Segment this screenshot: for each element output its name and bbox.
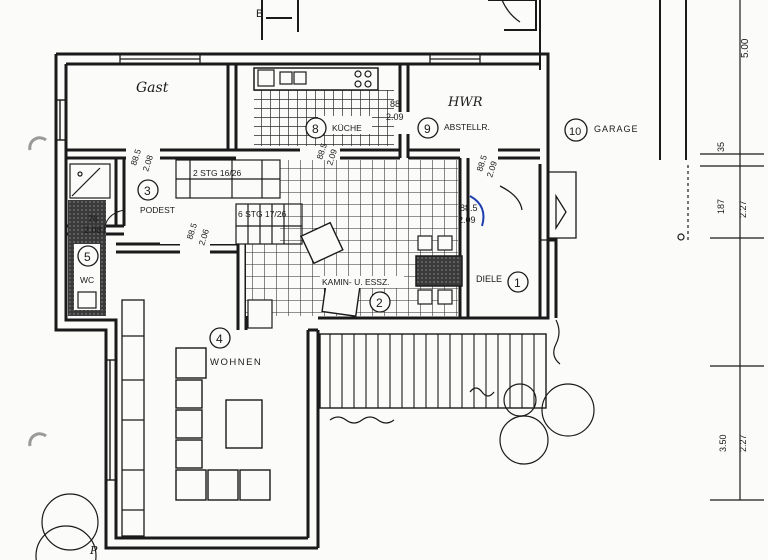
door-dim-wohnen: 88.5 2.06 (184, 222, 211, 247)
dim-35: 35 (716, 142, 726, 152)
stairs-lower (235, 203, 303, 245)
room-9: 9 ABSTELLR. (417, 117, 490, 139)
svg-text:10: 10 (569, 126, 581, 138)
svg-text:2: 2 (376, 296, 383, 310)
svg-text:WOHNEN: WOHNEN (210, 357, 262, 368)
svg-text:GARAGE: GARAGE (594, 124, 639, 134)
plants (35, 319, 595, 560)
room-1: 1 DIELE (476, 271, 529, 293)
binder-hole-top (28, 136, 47, 151)
svg-text:8: 8 (312, 122, 319, 136)
diele-label-bg (472, 272, 502, 284)
stairs-lower-label: 6 STG 17/26 (238, 209, 286, 219)
binder-hole-bottom (28, 432, 47, 447)
esszimmer-label-bg (320, 276, 404, 288)
svg-text:KÜCHE: KÜCHE (332, 123, 362, 133)
svg-text:88.5: 88.5 (314, 142, 329, 161)
dining-chairs (417, 235, 453, 305)
fireplace (415, 255, 463, 287)
svg-text:2.09: 2.09 (386, 112, 404, 122)
svg-text:KAMIN- U. ESSZ.: KAMIN- U. ESSZ. (322, 277, 390, 287)
room-10: 10 GARAGE (564, 118, 639, 142)
door-dim-wc: 76 2.08 (84, 214, 102, 235)
svg-text:2.08: 2.08 (140, 154, 155, 173)
svg-text:88: 88 (390, 99, 400, 109)
svg-text:2.08: 2.08 (84, 225, 102, 235)
stairs-upper-label: 2 STG 16/26 (193, 168, 241, 178)
kitchen-sink (257, 69, 307, 87)
terrace (319, 333, 547, 409)
top-windows (119, 54, 481, 64)
svg-text:2.09: 2.09 (324, 148, 339, 167)
kitchen-stove (354, 70, 372, 88)
svg-text:ABSTELLR.: ABSTELLR. (444, 122, 490, 132)
stairs-upper (175, 159, 281, 199)
room-2: 2 KAMIN- U. ESSZ. (322, 277, 391, 313)
svg-text:PODEST: PODEST (140, 205, 175, 215)
svg-text:9: 9 (424, 122, 431, 136)
wohnen-tall-cabinet (121, 299, 145, 537)
top-fragments (261, 0, 687, 160)
door-dim-diele-side: 88.5 2.09 (474, 154, 499, 179)
svg-text:88.5: 88.5 (460, 203, 478, 213)
letter-b: B (256, 8, 263, 20)
sofa (175, 347, 271, 501)
upper-left-clear (246, 160, 280, 200)
dim-227-a: 2.27 (738, 200, 748, 218)
svg-text:88.5: 88.5 (184, 222, 199, 241)
dim-227-b: 2.27 (738, 434, 748, 452)
door-dim-entry: 88.5 2.09 (458, 203, 478, 225)
diele-door (499, 166, 577, 241)
door-dim-kitchen: 88 2.09 (386, 99, 404, 122)
svg-text:4: 4 (216, 332, 223, 346)
svg-text:3: 3 (144, 184, 151, 198)
door-dim-esszimmer-top: 88.5 2.09 (314, 142, 339, 167)
windows (56, 99, 116, 481)
svg-text:5: 5 (84, 250, 91, 264)
dim-350: 3.50 (718, 434, 728, 452)
label-hwr: HWR (447, 95, 483, 110)
diele-tiles (470, 160, 538, 200)
svg-text:76: 76 (88, 214, 98, 224)
armchairs (300, 221, 361, 318)
svg-text:88.5: 88.5 (128, 148, 143, 167)
svg-text:1: 1 (514, 276, 521, 290)
kitchen-unit-wohnen (247, 299, 273, 329)
svg-text:DIELE: DIELE (476, 274, 502, 284)
entry-door-arc (469, 195, 485, 227)
label-gast: Gast (136, 80, 169, 96)
dim-187: 187 (716, 199, 726, 214)
room-5: 5 WC (77, 245, 99, 285)
svg-text:WC: WC (80, 275, 94, 285)
right-dimension-line (677, 0, 764, 501)
room-3: 3 PODEST (137, 179, 175, 215)
svg-text:2.06: 2.06 (196, 228, 211, 247)
kitchen-label-bg (318, 116, 372, 134)
svg-text:2.09: 2.09 (484, 160, 499, 179)
room-8: 8 KÜCHE (305, 117, 362, 139)
svg-text:2.09: 2.09 (458, 215, 476, 225)
door-dim-podest: 88.5 2.08 (128, 148, 155, 173)
svg-text:88.5: 88.5 (474, 154, 489, 173)
letter-p: P (89, 544, 98, 557)
coffee-table (225, 399, 263, 449)
wc-door-arc (103, 209, 125, 235)
dim-top: 5.00 (740, 38, 751, 58)
room-4: 4 WOHNEN (209, 327, 262, 368)
wc-fixtures (69, 163, 111, 309)
